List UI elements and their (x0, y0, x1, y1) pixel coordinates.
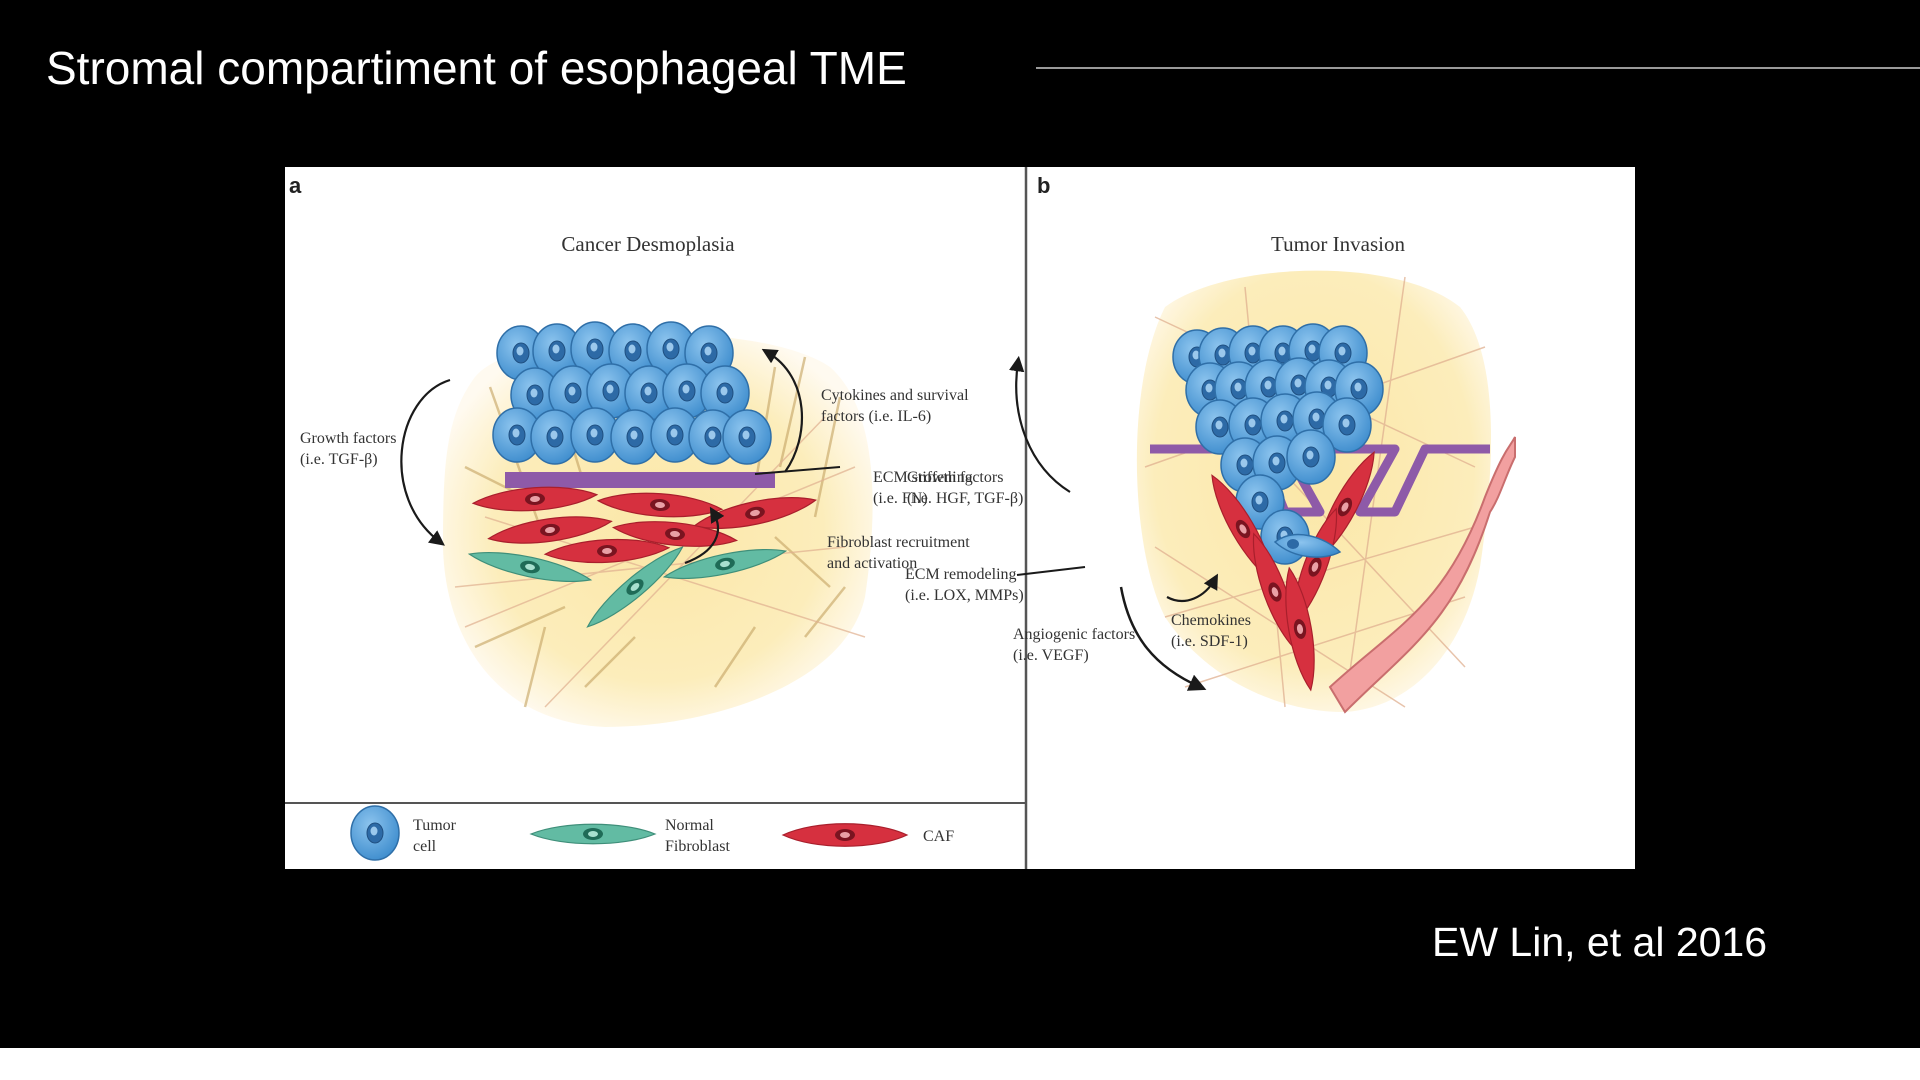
legend-caf-label: CAF (923, 828, 954, 845)
panel-b-labels: Growth factors (i.e. HGF, TGF-β) ECM rem… (905, 469, 1251, 664)
arrow-cytokines (761, 348, 803, 473)
label-chemokines-line1: Chemokines (1171, 612, 1251, 629)
panel-b-title: Tumor Invasion (1271, 232, 1405, 256)
label-ecm-remodeling-line1: ECM remodeling (905, 566, 1017, 583)
panel-a-title: Cancer Desmoplasia (561, 232, 735, 256)
arrow-chemokines (1166, 573, 1218, 603)
panel-a-labels: Growth factors (i.e. TGF-β) Cytokines an… (300, 387, 973, 572)
arrow-growth-factors-a (400, 378, 451, 546)
legend-tumor-line1: Tumor (413, 817, 457, 834)
label-angiogenic-line2: (i.e. VEGF) (1013, 647, 1089, 664)
migrating-tumor-cell (1273, 533, 1342, 558)
legend-tumor-line2: cell (413, 838, 437, 855)
label-ecm-stiffening-line1: ECM stiffening (873, 469, 973, 486)
citation: EW Lin, et al 2016 (1432, 919, 1768, 965)
label-fibroblast-line2: and activation (827, 555, 917, 572)
arrow-angiogenic (1119, 586, 1207, 691)
panel-a-tumor-cluster (492, 321, 772, 465)
legend: Tumor cell Normal Fibroblast CAF (350, 805, 954, 861)
label-angiogenic-line1: Angiogenic factors (1013, 626, 1135, 643)
panel-b-letter: b (1037, 173, 1050, 198)
label-growth-factors-a-line2: (i.e. TGF-β) (300, 451, 378, 468)
slide-background: Stromal compartiment of esophageal TME (0, 0, 1920, 1048)
pointer-ecm-remodeling (1016, 566, 1086, 576)
figure-svg: a Cancer Desmoplasia (285, 167, 1516, 869)
title-divider (1036, 67, 1920, 69)
label-growth-factors-b-line2: (i.e. HGF, TGF-β) (907, 490, 1023, 507)
legend-caf-icon (782, 823, 908, 847)
label-ecm-remodeling-line2: (i.e. LOX, MMPs) (905, 587, 1024, 604)
basement-membrane-a (505, 472, 775, 488)
label-chemokines-line2: (i.e. SDF-1) (1171, 633, 1248, 650)
label-fibroblast-line1: Fibroblast recruitment (827, 534, 970, 551)
label-growth-factors-b-line1: Growth factors (907, 469, 1003, 486)
slide-title: Stromal compartiment of esophageal TME (46, 42, 907, 94)
pointer-ecm-stiffening (754, 466, 841, 475)
label-growth-factors-a-line1: Growth factors (300, 430, 396, 447)
legend-fibro-line1: Normal (665, 817, 714, 834)
tme-figure: a Cancer Desmoplasia (285, 167, 1635, 869)
arrow-growth-factors-b (1009, 355, 1071, 493)
legend-fibro-line2: Fibroblast (665, 838, 730, 855)
label-cytokines-line1: Cytokines and survival (821, 387, 969, 404)
legend-tumor-cell-icon (350, 805, 400, 861)
label-ecm-stiffening-line2: (i.e. FN) (873, 490, 928, 507)
arrow-fibroblast-recruitment (684, 506, 725, 565)
blood-vessel (1328, 436, 1516, 714)
label-cytokines-line2: factors (i.e. IL-6) (821, 408, 931, 425)
panel-a-letter: a (289, 173, 302, 198)
legend-fibroblast-icon (530, 823, 656, 845)
